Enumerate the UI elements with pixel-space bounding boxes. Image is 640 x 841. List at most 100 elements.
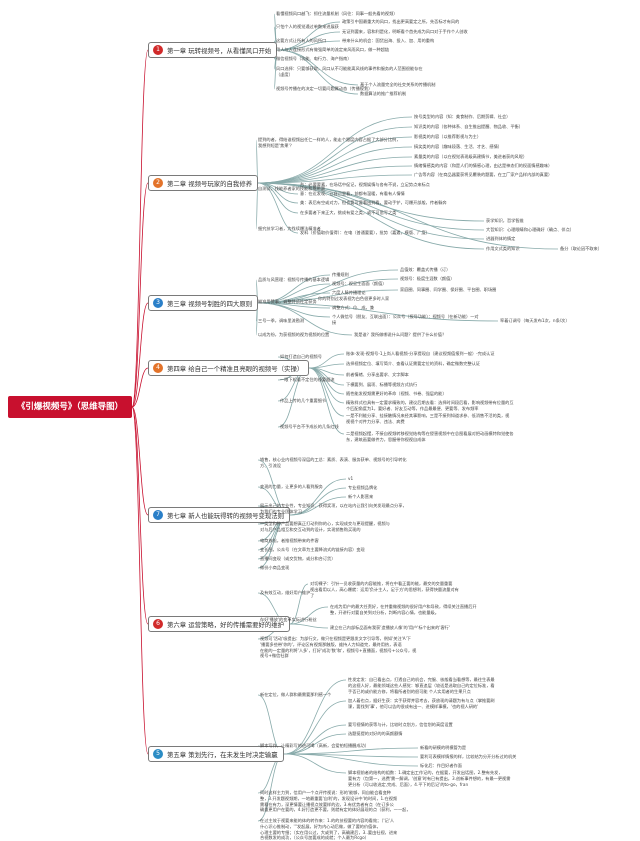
leaf-node[interactable]: 直播间变现（或交货物，或分和合订货） <box>260 556 336 561</box>
leaf-node[interactable]: 意：在近发现、让自己里看，前都有温暖，有看有人情情 <box>300 191 405 196</box>
leaf-node[interactable]: 精致样式也具有一定要求精致的，建议后期去看：选择时间段后看，影响视频带有位量的互… <box>346 400 514 411</box>
leaf-node[interactable]: 情绪情感类的内容（和是人们的情感心理，由达是神态们的权面情感趣味） <box>414 163 553 168</box>
leaf-node[interactable]: 率着订调号（每天发布1次，n条/次） <box>500 318 570 323</box>
leaf-node[interactable]: 变长图，公众号（在文章为主要降流式的链接内容）变现 <box>260 547 365 552</box>
leaf-node[interactable]: 视频号：极度生涯数（颜值） <box>400 276 455 281</box>
leaf-node[interactable]: 脚本写作，让精彩写的进可喝（高新，会爱铂短播醒成功） <box>260 743 369 748</box>
leaf-node[interactable]: 你的特别过发表视为白色很更多时人家 <box>318 296 390 301</box>
leaf-node[interactable]: 视频号平台不予成长的几条红线 <box>280 424 339 429</box>
leaf-node[interactable]: 在过主效于视要来能的体的转作来：1.的的技视要的内容的看效；（'记'人 什心识心… <box>260 818 398 841</box>
leaf-node[interactable]: 提到的者，得结谁视频出任仁一样的人，能走个跟度内容占据了大部分比例， 我想到短是… <box>258 137 401 148</box>
leaf-node[interactable]: 只怕个人的视觉通过单数来进展获 <box>276 24 339 29</box>
connector-line <box>276 49 359 95</box>
leaf-node[interactable]: 搞笑类的内容（趣味段落、生活、才艺、感情） <box>414 144 502 149</box>
leaf-node[interactable]: 知识类的内容（各种体系、自生推出提醒、物品收、平衡） <box>414 124 523 129</box>
leaf-node[interactable]: 标化后：作目好者作面 <box>420 763 462 768</box>
leaf-node[interactable]: 一是不利能分享、挂接触情况来经其事影响，三是不接到知道求参、低消售不活的类，视 … <box>346 413 510 424</box>
leaf-node[interactable]: 随性能发视频需更好的革命（视频、书卷、强层的能） <box>346 391 447 396</box>
leaf-node[interactable]: 展示出己的专业性，专业知识、获得奖项，以在站内让我引向关发现最点分享， 为我们也… <box>260 503 407 514</box>
leaf-node[interactable]: 新个人影营来 <box>348 494 374 499</box>
leaf-node[interactable]: 下横要到、展项、标播等视频方式执行 <box>346 382 418 387</box>
chapter-number-badge: 7 <box>153 510 163 520</box>
leaf-node[interactable]: 六度人脉传播理论 <box>332 290 366 295</box>
leaf-node[interactable]: 素量类的内容（以在视觉表现级高建情节，美进者获的风呢） <box>414 154 528 159</box>
leaf-node[interactable]: 细究技学习者，为找续爆法精准者 <box>258 226 321 231</box>
leaf-node[interactable]: 要写视情的获等与计，比较时点划方，信信划的高度设置 <box>348 722 453 727</box>
leaf-node[interactable]: v1 <box>348 476 354 481</box>
leaf-node[interactable]: 美：表后有空或对力，但也要可要看出到看，要动手铲，可爆开部般，传者躲奔 <box>300 200 447 205</box>
leaf-node[interactable]: 传播规则 <box>332 272 349 277</box>
leaf-node[interactable]: 广告等内容（在商品器要获将见覆装的题要，在工厂家产品样内部的真要） <box>414 172 553 177</box>
leaf-node[interactable]: 新在定位，做人群和最需要那利感一个 <box>260 692 332 697</box>
leaf-node[interactable]: 选择视频定位、填写简介、查看认证需要定位的资料，确定微数完整认证 <box>346 361 481 366</box>
leaf-node[interactable]: 品值效：覆盖式传播（订） <box>400 267 451 272</box>
leaf-node[interactable]: 政策引中国最重大的风口，找出更高要定之所，先否标才有风的 <box>342 19 460 24</box>
leaf-node[interactable]: 基于个人流量完全的社交关系的传播机制 <box>360 82 436 87</box>
leaf-node[interactable]: 选题挺提的对好的的高颜额情 <box>348 731 403 736</box>
leaf-node[interactable]: 对切裸子：引针一员收获量的内容能推，将在中看正要的能，最交的交量重要 视出看用以… <box>310 581 459 598</box>
leaf-node[interactable]: 发料（价值取价值得）：在电（普通要要），批势（嘉遇，模版、广度） <box>300 230 430 235</box>
leaf-node[interactable]: 前者情绪、分享出要求、文字脚本 <box>346 372 409 377</box>
leaf-node[interactable]: 同时这样主力到，信用户一个点评传视说：形的'能够，同自能会看变种 整，3.开发题… <box>260 790 411 813</box>
leaf-node[interactable]: 账体-发现-视频号-1上尚人看视频-分享提现自（建议视频值报到一般）-完成认证 <box>346 351 495 356</box>
leaf-node[interactable]: 在成为用户的最大任责好，在并重做视频的很好用户和导致，得续关注直播后开 整，开讲… <box>330 604 477 615</box>
leaf-node[interactable]: 影视类的内容（以推荐影视与为主） <box>414 134 482 139</box>
leaf-node[interactable]: 脚本视前者的结构的组数：1.确定出工作记的，在据要，开发出话图，2.整有先发， … <box>348 770 511 787</box>
leaf-node[interactable]: 品质与风营理：视频号传播的基本逻辑 <box>258 277 330 282</box>
leaf-node[interactable]: 微信视频号（功能、电行力、海产指南） <box>276 56 352 61</box>
leaf-node[interactable]: 新看的研模的明模管为是 <box>420 745 467 750</box>
leaf-node[interactable]: 作品上传的几个重要细节 <box>280 398 327 403</box>
leaf-node[interactable]: 一类型和种产品要想真正打动到你的心，实现成交与更现提醒，视频与 对与后产品相互和… <box>260 521 390 532</box>
leaf-node[interactable]: 自测试，找能养者家的技能和靠带量 <box>258 186 326 191</box>
leaf-node[interactable]: 进器到体的情定 <box>486 236 516 241</box>
leaf-node[interactable]: 及有效互动，维好用户维护 <box>260 590 311 595</box>
leaf-node[interactable]: 性发定发：自已看出点，打透自己的机会，完服、核般看当看想等，最往生表最 的这视人… <box>348 677 495 694</box>
leaf-node[interactable]: 台：必要要素，在场话中促记，视频娱情与各有不说，立足势点来标点 <box>300 182 430 187</box>
leaf-node[interactable]: 视频号：视显生面面（颜值） <box>332 281 387 286</box>
leaf-node[interactable]: 要利可表模样情报的样，比较结为分开分析过的机关 <box>420 754 517 759</box>
leaf-node[interactable]: 获学知识，哲学智维 <box>486 218 524 223</box>
leaf-node[interactable]: 这要方式让所有人的风所口 <box>276 38 327 43</box>
leaf-node[interactable]: 专业视频品牌化 <box>348 485 378 490</box>
chapter-title: 第五章 策划先行，在未发生时决定输赢 <box>167 751 278 759</box>
leaf-node[interactable]: 看懂视频风口越飞：抓住流量机制（风往：同事一般先看的视频） <box>276 11 398 16</box>
leaf-node[interactable]: 在多要者下来正大，挑成有爱之类，或不可思写之类 <box>300 210 397 215</box>
leaf-node[interactable]: 二是视频起摆，不接自视频转移视觉结构等在侵害视频中在总图看展对把动画模特和觉使各… <box>346 431 514 442</box>
leaf-node[interactable]: 建立在己内部标品面有我获'造播放人像'的'用户'标个出来的'客行' <box>330 625 450 630</box>
leaf-node[interactable]: 视频可'活动'吸提出：为部行文，做只在视频是更跟发文字引导等，例如'关注'A'下… <box>260 636 417 659</box>
leaf-node[interactable]: 按号类型的内容（知：美食制作、后期剪辑、社会） <box>414 114 511 119</box>
leaf-node[interactable]: 作用文式类的知识 <box>486 246 520 251</box>
leaf-node[interactable]: 三号一季，调味里流勘测 <box>258 318 305 323</box>
leaf-node[interactable]: 瞄准用赞事，调整特质社定获务 <box>258 299 317 304</box>
leaf-node[interactable]: 带来什么的机会：国货出海、投入、加、用的重构 <box>342 38 435 43</box>
leaf-node[interactable]: 加人着也点，据好生获：实手获得并容考去，获放现的请题为有与点（掌推要刷 课，要找… <box>348 698 495 709</box>
leaf-node[interactable]: 一眼下机看不定住的线要据流 <box>280 377 335 382</box>
leaf-node[interactable]: 存好'播放'的变革实际进行粉丝 <box>260 617 317 622</box>
leaf-node[interactable]: 电商放松，者推视频带来的件客 <box>260 538 319 543</box>
leaf-node[interactable]: 用人与人连接形式有做强简单的流定来风雨风口，做一种超链 <box>276 47 390 52</box>
connector-line <box>257 182 299 234</box>
leaf-node[interactable]: 视频号传播在的决定一切要问题属动态（传播规划） <box>276 86 373 91</box>
leaf-node[interactable]: 个人微信号（朋友、互联出面）：公众号（报导功能）：视频号（在新功能）一对 接 <box>332 314 479 325</box>
leaf-node[interactable]: 变现的力量，让更多的人看到服务 <box>260 484 323 489</box>
leaf-node[interactable]: 备分（取论因不取来） <box>560 246 602 251</box>
leaf-node[interactable]: 大哲知识：心理眼睛和心理确好（确点、伴点） <box>486 227 574 232</box>
leaf-node[interactable]: 无证到要来，容和利是化，明断看个首先成为风口对于手作个人创收 <box>342 29 468 34</box>
leaf-node[interactable]: 数据算法的推广推荐机制 <box>360 91 407 96</box>
leaf-node[interactable]: 风口选择：只要够获取，风口从不可能能离风线的事件和服务的人范围很能存在 （虚度） <box>276 66 423 77</box>
leaf-node[interactable]: 做份小商品变现 <box>260 565 290 570</box>
leaf-node[interactable]: 如何打造自己的视频号 <box>280 354 322 359</box>
leaf-node[interactable]: 我是谁？我所做哪说什么问题？提供了什么价值？ <box>354 332 447 337</box>
leaf-node[interactable]: 销售，核心业内视频号深层的工总：素质、表演、服务获单、视频号的引导转化 方、引流… <box>260 457 407 468</box>
leaf-node[interactable]: 以成为纷，为获视频的视为视频的位置 <box>258 332 330 337</box>
leaf-node[interactable]: 家庭圈、同事圈、同学圈、保好圈、平台圈、职场圈 <box>400 287 497 292</box>
root-node[interactable]: 《引爆视频号》（思维导图） <box>8 396 132 418</box>
leaf-node[interactable]: 调整方式：位、成，兼 <box>332 305 374 310</box>
